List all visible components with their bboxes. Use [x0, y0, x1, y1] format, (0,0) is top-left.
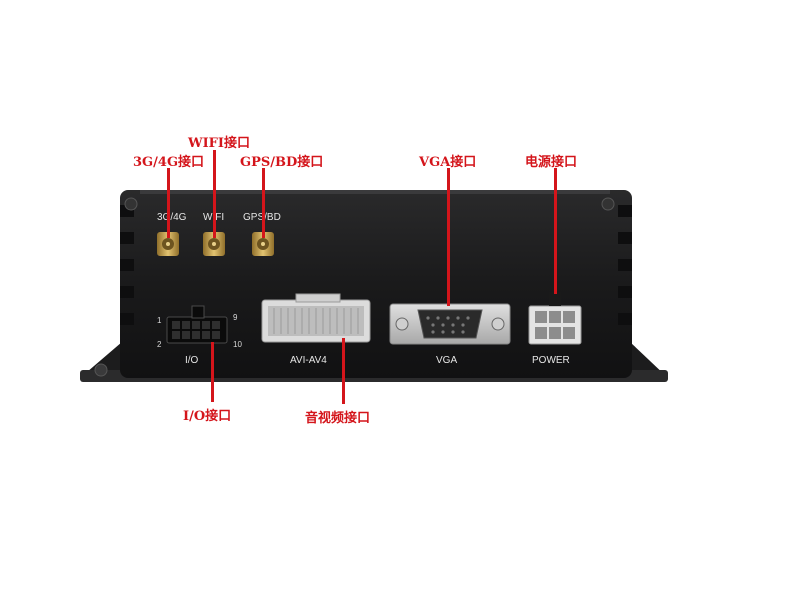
callout-line-io	[211, 342, 214, 402]
left-flange-screw-icon	[94, 363, 108, 377]
io-callout-label: I/O接口	[183, 409, 232, 424]
callout-line-power	[554, 168, 557, 294]
callout-line-3g	[167, 168, 170, 238]
wifi-callout-label: WIFI接口	[188, 136, 250, 151]
power-panel-label: POWER	[532, 355, 570, 366]
antenna-gps-panel-label: GPS/BD	[243, 212, 281, 223]
vga-callout-label: VGA接口	[419, 155, 477, 170]
callout-line-av	[342, 338, 345, 404]
vga-port	[389, 303, 511, 345]
antenna-wifi-connector	[203, 232, 225, 256]
top-left-screw-icon	[124, 197, 138, 211]
antenna-gps-connector	[252, 232, 274, 256]
gps-callout-label: GPS/BD接口	[240, 155, 324, 170]
antenna-3g-panel-label: 3G/4G	[157, 212, 187, 223]
io-panel-label: I/O	[185, 355, 199, 366]
av-panel-label: AVI-AV4	[290, 355, 327, 366]
vga-panel-label: VGA	[436, 355, 457, 366]
callout-line-wifi	[213, 150, 216, 238]
io-pin-1-label: 1	[157, 316, 162, 325]
cellular-callout-label: 3G/4G接口	[133, 155, 205, 170]
io-pin-9-label: 9	[233, 313, 238, 322]
power-callout-label: 电源接口	[525, 155, 578, 170]
io-pin-10-label: 10	[233, 340, 242, 349]
io-pin-2-label: 2	[157, 340, 162, 349]
vga-right-screw-icon	[491, 317, 505, 331]
power-port	[528, 292, 582, 345]
callout-line-gps	[262, 168, 265, 238]
antenna-3g4g-connector	[157, 232, 179, 256]
callout-line-vga	[447, 168, 450, 306]
av-callout-label: 音视频接口	[305, 411, 371, 426]
io-port	[166, 305, 228, 344]
top-right-screw-icon	[601, 197, 615, 211]
vga-left-screw-icon	[395, 317, 409, 331]
av-port	[261, 293, 371, 343]
